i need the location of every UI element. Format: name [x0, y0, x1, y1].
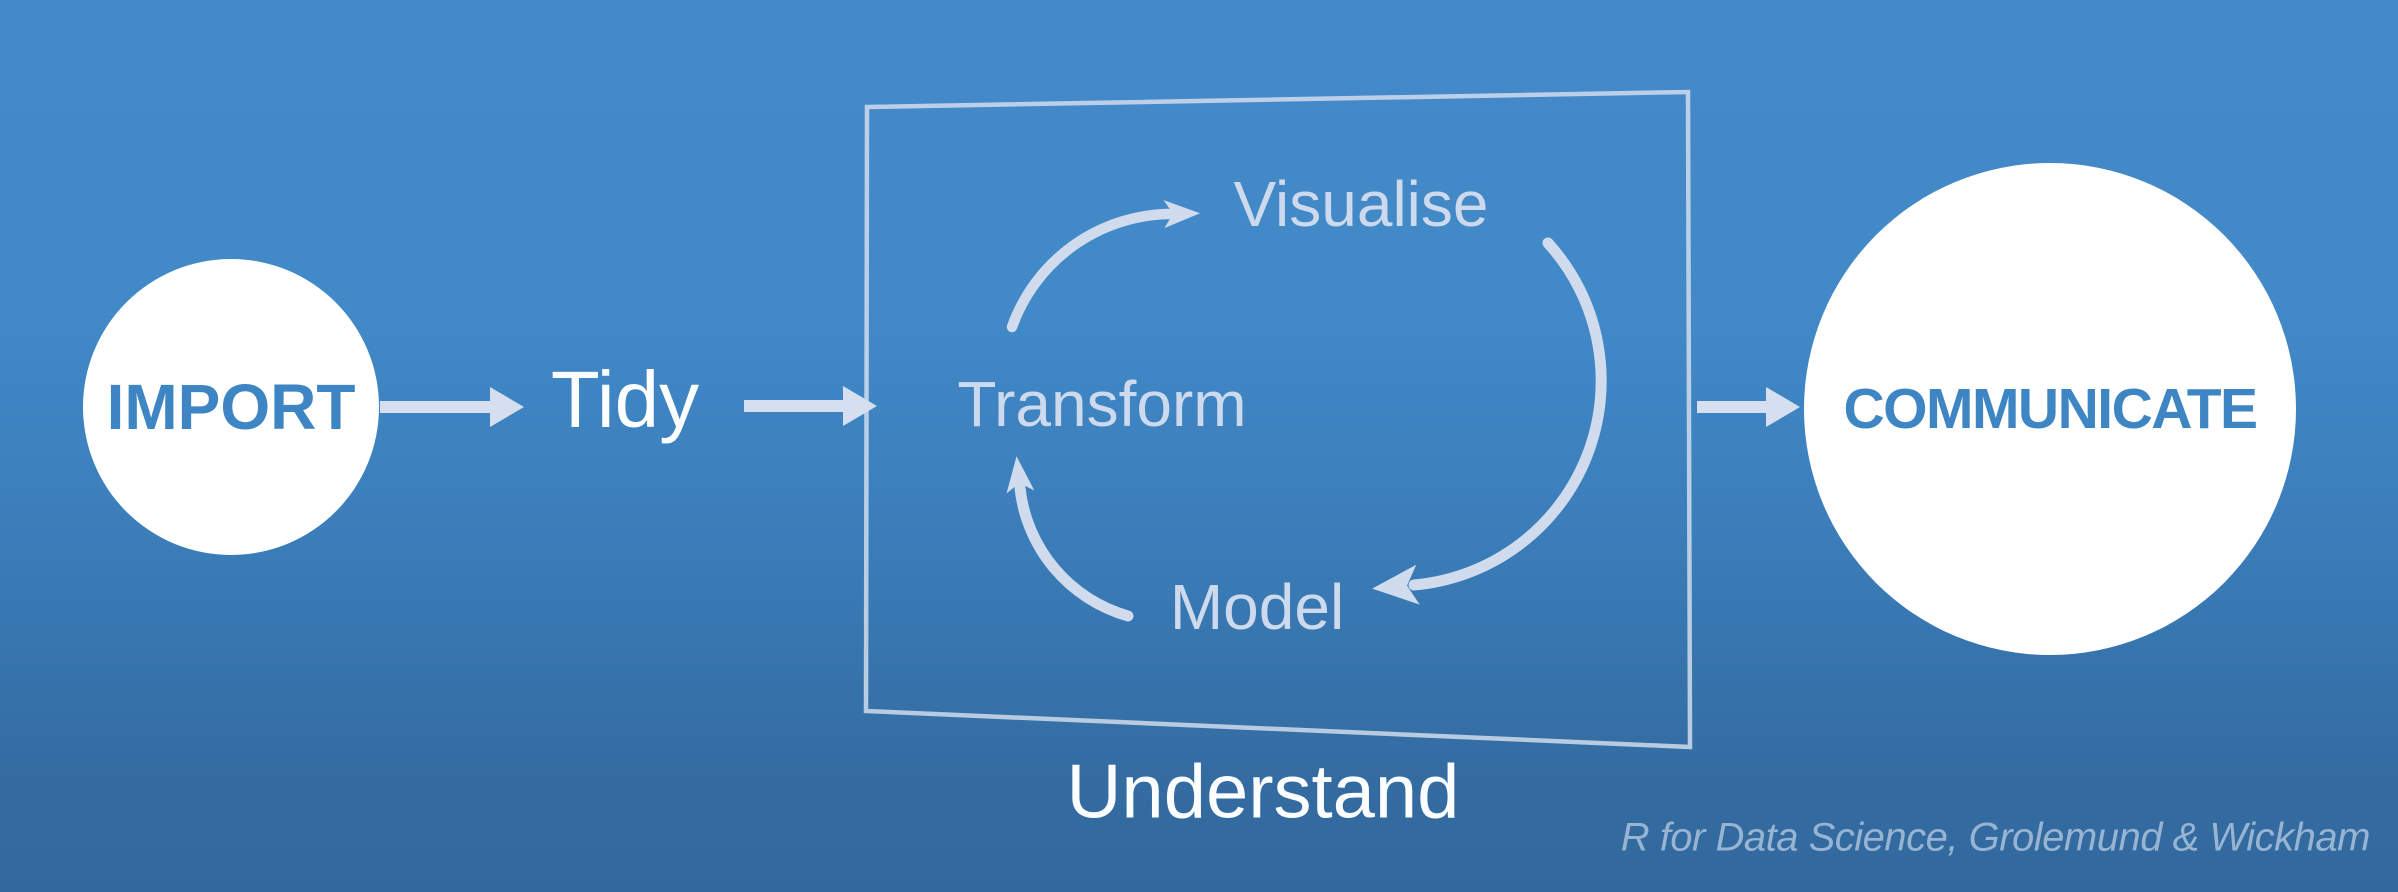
tidy-label: Tidy — [550, 355, 700, 444]
communicate-label: COMMUNICATE — [1843, 377, 2258, 441]
understand-box-outline — [863, 89, 1693, 750]
import-label: IMPORT — [106, 371, 356, 443]
arrow-model-to-transform-icon — [1006, 456, 1134, 622]
visualise-label: Visualise — [1233, 168, 1489, 240]
attribution-text: R for Data Science, Grolemund & Wickham — [1620, 815, 2371, 860]
arrow-visualise-to-model-icon — [1372, 237, 1607, 605]
transform-label: Transform — [957, 368, 1247, 440]
arrow-transform-to-visualise-icon — [1006, 200, 1200, 333]
understand-label: Understand — [1066, 749, 1460, 835]
communicate-node: COMMUNICATE — [1804, 163, 2296, 655]
model-label: Model — [1169, 571, 1345, 643]
import-node: IMPORT — [83, 259, 379, 555]
